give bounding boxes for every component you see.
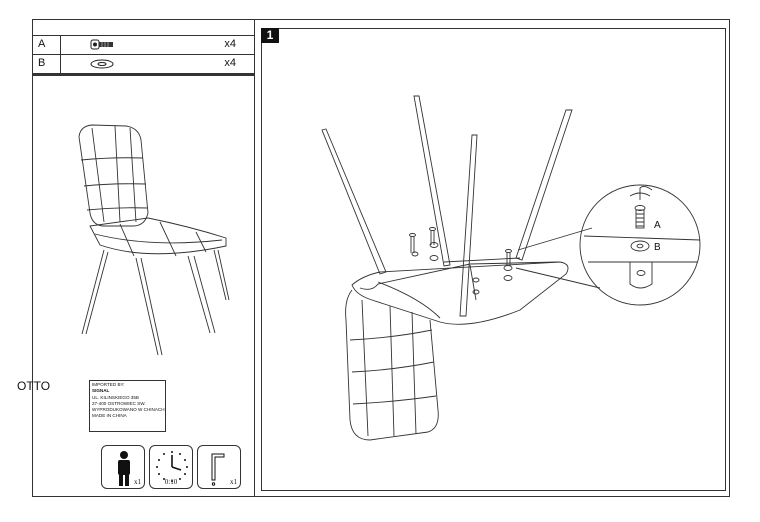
tools-badge: x1 (197, 445, 241, 489)
persons-badge: x1 (101, 445, 145, 489)
tools-count: x1 (230, 478, 237, 486)
importer-line: UL. KILINSKIEGO 35B (92, 394, 139, 400)
product-name: OTTO (17, 379, 51, 393)
parts-panel: A x4 B x4 (32, 19, 255, 497)
importer-line: IMPORTED BY: (92, 382, 125, 387)
time-label: 0:10 (164, 478, 178, 486)
person-icon (118, 451, 130, 486)
part-qty: x4 (224, 57, 236, 69)
persons-count: x1 (134, 478, 141, 486)
step-panel (261, 28, 726, 491)
importer-line: WYPRODUKOWANO W CHINACH (92, 407, 165, 413)
washer-icon (90, 58, 116, 70)
callout-b: B (654, 242, 661, 253)
step-number: 1 (261, 28, 279, 43)
bolt-icon (90, 39, 116, 51)
part-qty: x4 (224, 38, 236, 50)
part-letter: A (38, 38, 46, 50)
part-row-b: B x4 (32, 55, 254, 74)
allen-key-icon (211, 453, 225, 486)
importer-line: MADE IN CHINA (92, 413, 127, 419)
part-letter: B (38, 57, 46, 69)
time-badge: 0:10 (149, 445, 193, 489)
page-frame (32, 19, 730, 497)
callout-a: A (654, 220, 661, 231)
importer-line: SIGNAL (92, 388, 110, 394)
part-row-a: A x4 (32, 36, 254, 55)
importer-line: 27-400 OSTROWIEC SW. (92, 400, 146, 406)
parts-header (32, 19, 254, 36)
importer-info: IMPORTED BY: SIGNAL UL. KILINSKIEGO 35B … (89, 380, 166, 432)
clock-icon (156, 451, 188, 482)
